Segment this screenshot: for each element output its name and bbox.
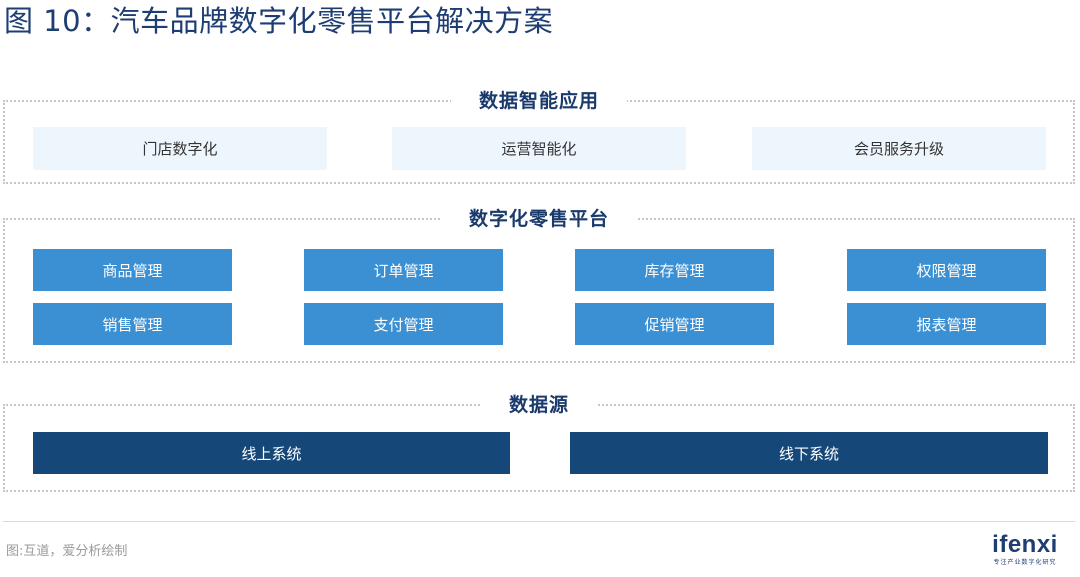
brand-logo: ifenxi 专注产业数字化研究: [980, 533, 1070, 567]
app-box-operation-intelligence: 运营智能化: [392, 127, 686, 170]
footer-divider: [3, 521, 1075, 522]
module-promotion-management: 促销管理: [575, 303, 774, 345]
source-online-system: 线上系统: [33, 432, 510, 474]
brand-tagline: 专注产业数字化研究: [993, 559, 1057, 566]
application-layer-title: 数据智能应用: [450, 88, 627, 114]
app-box-membership-upgrade: 会员服务升级: [752, 127, 1046, 170]
module-permission-management: 权限管理: [847, 249, 1046, 291]
module-payment-management: 支付管理: [304, 303, 503, 345]
application-layer: 数据智能应用 门店数字化 运营智能化 会员服务升级: [3, 88, 1075, 184]
module-product-management: 商品管理: [33, 249, 232, 291]
module-sales-management: 销售管理: [33, 303, 232, 345]
platform-layer: 数字化零售平台 商品管理 订单管理 库存管理 权限管理 销售管理 支付管理 促销…: [3, 206, 1075, 363]
data-source-layer: 数据源 线上系统 线下系统: [3, 392, 1075, 492]
module-inventory-management: 库存管理: [575, 249, 774, 291]
app-box-store-digitalization: 门店数字化: [33, 127, 327, 170]
data-source-layer-title: 数据源: [480, 392, 597, 418]
source-note: 图:互道，爱分析绘制: [6, 544, 128, 559]
figure-title: 图 10：汽车品牌数字化零售平台解决方案: [4, 4, 554, 38]
module-report-management: 报表管理: [847, 303, 1046, 345]
module-order-management: 订单管理: [304, 249, 503, 291]
brand-name: ifenxi: [992, 531, 1058, 558]
source-offline-system: 线下系统: [570, 432, 1048, 474]
platform-layer-title: 数字化零售平台: [440, 206, 637, 232]
